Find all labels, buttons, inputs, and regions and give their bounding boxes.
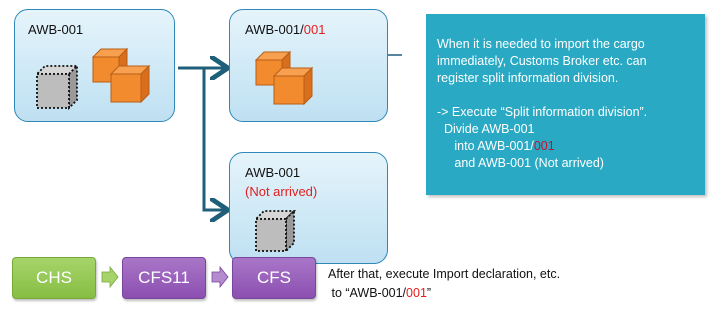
footer-line-2-red: 001: [406, 286, 427, 300]
note-line: immediately, Customs Broker etc. can: [437, 54, 647, 68]
connector-to-not-arrived-box: [202, 68, 225, 210]
note-line: into AWB-001/001: [437, 138, 699, 155]
awb-original-label: AWB-001: [28, 22, 84, 37]
note-spacer: [437, 87, 699, 104]
awb-not-arrived-box: AWB-001 (Not arrived): [229, 152, 388, 264]
footer-line-2: to “AWB-001/001”: [328, 286, 431, 300]
cargo-not-arrived-icon: [253, 208, 297, 254]
awb-split-label-suffix: 001: [303, 22, 326, 37]
footer-line-2-prefix: to “AWB-001/: [328, 286, 407, 300]
cargo-not-arrived-icon: [34, 63, 80, 111]
cargo-box-icon: [272, 66, 314, 106]
note-line: register split information division.: [437, 71, 619, 85]
note-line: and AWB-001 (Not arrived): [437, 156, 604, 170]
note-line: -> Execute “Split information division”.: [437, 105, 648, 119]
cargo-group-icon: [34, 47, 151, 111]
footer-line-1: After that, execute Import declaration, …: [328, 267, 561, 281]
note-line-red: 001: [533, 139, 555, 153]
footer-line-2-end: ”: [426, 286, 432, 300]
cargo-group-icon: [253, 208, 297, 254]
awb-not-arrived-status: (Not arrived): [245, 184, 318, 199]
process-step-cfs: CFS: [232, 257, 316, 299]
awb-split-label: AWB-001/001: [245, 22, 325, 37]
cargo-group-icon: [254, 50, 314, 106]
process-step-cfs11: CFS11: [122, 257, 206, 299]
note-line: When it is needed to import the cargo: [437, 37, 645, 51]
awb-split-box: AWB-001/001: [229, 9, 388, 122]
process-step-chs: CHS: [12, 257, 96, 299]
awb-original-box: AWB-001: [14, 9, 175, 122]
awb-not-arrived-label: AWB-001: [245, 165, 301, 180]
awb-split-label-prefix: AWB-001/: [245, 22, 304, 37]
explanation-note: When it is needed to import the cargo im…: [426, 14, 705, 195]
note-line: Divide AWB-001: [437, 122, 535, 136]
cargo-box-icon: [109, 64, 151, 104]
note-line-prefix: into AWB-001/: [437, 139, 534, 153]
